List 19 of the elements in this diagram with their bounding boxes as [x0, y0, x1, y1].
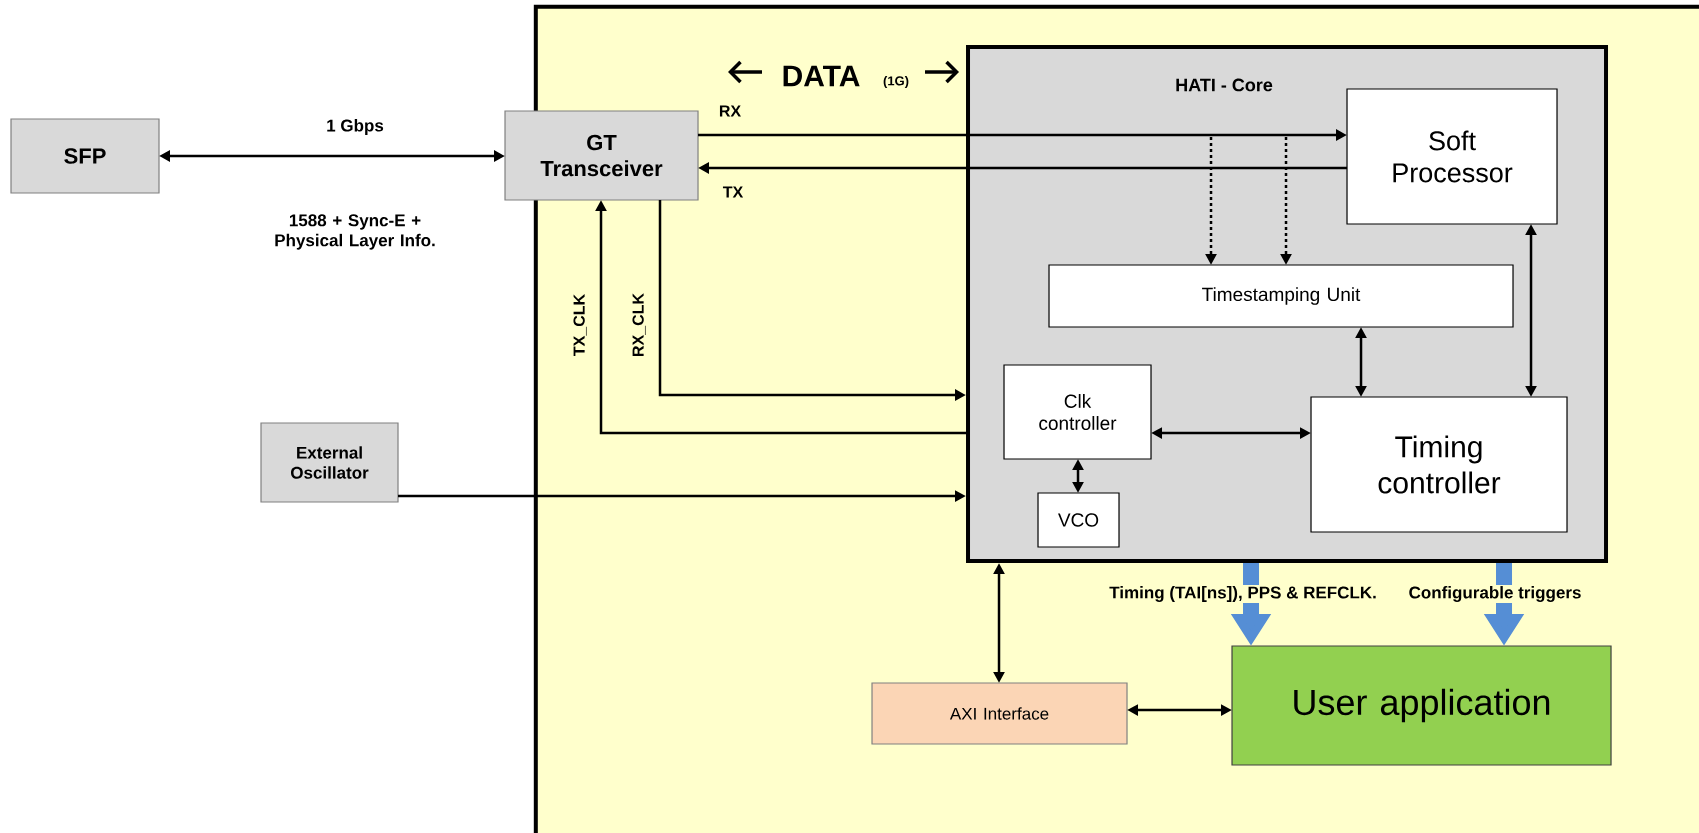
- label-text: (1G): [883, 75, 909, 89]
- label-text: DATA: [783, 65, 860, 87]
- port-box: SFP: [10, 118, 160, 194]
- application-box: User application: [1231, 645, 1612, 766]
- edge-label: Timing (TAI[ns]), PPS & REFCLK.: [1108, 585, 1378, 603]
- transceiver-box: GT Transceiver: [504, 110, 699, 201]
- controller-box: Clk controller: [1003, 364, 1152, 460]
- processor-box: Soft Processor: [1346, 88, 1558, 225]
- edge-label: 1 Gbps: [325, 118, 385, 136]
- oscillator-box: External Oscillator: [260, 422, 399, 503]
- edge-label: RX: [717, 104, 743, 118]
- edge-label: Configurable triggers: [1407, 585, 1583, 603]
- edge-label: TX_CLK: [572, 292, 588, 358]
- controller-box: Timing controller: [1310, 396, 1568, 533]
- interface-box: AXI Interface: [871, 682, 1128, 745]
- edge-label: RX_CLK: [631, 292, 647, 358]
- unit-box: Timestamping Unit: [1048, 264, 1514, 328]
- vco-box: VCO: [1037, 492, 1120, 548]
- label-text: 1588 + Sync-E + Physical Layer Info.: [275, 214, 435, 250]
